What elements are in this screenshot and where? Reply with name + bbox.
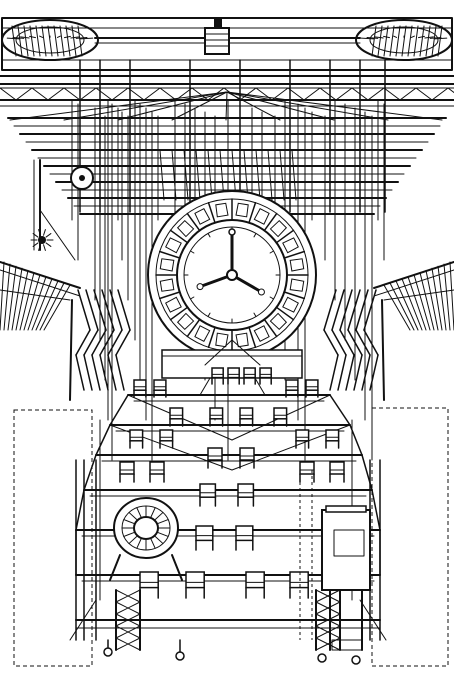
chair-icon (289, 571, 309, 599)
right-wing-stage-outline (371, 407, 449, 667)
seating-chairs (119, 367, 345, 599)
chair-icon (209, 407, 224, 427)
lower-framework (69, 470, 387, 665)
flywheel-icon (109, 497, 183, 581)
chair-icon (153, 379, 167, 398)
chair-icon (199, 483, 217, 507)
chair-icon (159, 429, 174, 449)
wheel-icon (317, 653, 327, 663)
chair-icon (245, 571, 265, 599)
chair-icon (119, 461, 135, 483)
chair-icon (195, 525, 214, 551)
wheel-icon (103, 647, 113, 657)
chair-icon (129, 429, 144, 449)
clock-icon (147, 190, 317, 360)
wheel-icon (351, 655, 361, 665)
chair-icon (211, 367, 224, 385)
pulley-icon (33, 159, 94, 261)
chair-icon (149, 461, 165, 483)
lamp-icon (30, 229, 54, 251)
chair-icon (185, 571, 205, 599)
control-desk (321, 505, 371, 651)
chair-icon (235, 525, 254, 551)
chair-icon (133, 379, 147, 398)
chair-icon (329, 461, 345, 483)
chair-icon (325, 429, 340, 449)
ceiling-drum (1, 17, 453, 71)
chair-icon (259, 367, 272, 385)
right-light-wing (323, 261, 454, 401)
chair-icon (243, 367, 256, 385)
chair-icon (169, 407, 184, 427)
wheel-icon (175, 651, 185, 661)
chair-icon (295, 429, 310, 449)
chair-icon (139, 571, 159, 599)
chair-icon (207, 447, 223, 469)
chair-icon (239, 447, 255, 469)
chair-icon (285, 379, 299, 398)
chair-icon (237, 483, 255, 507)
chair-icon (273, 407, 288, 427)
chair-icon (227, 367, 240, 385)
left-wing-stage-outline (13, 409, 93, 667)
chair-icon (305, 379, 319, 398)
left-light-wing (0, 261, 131, 401)
chair-icon (239, 407, 254, 427)
